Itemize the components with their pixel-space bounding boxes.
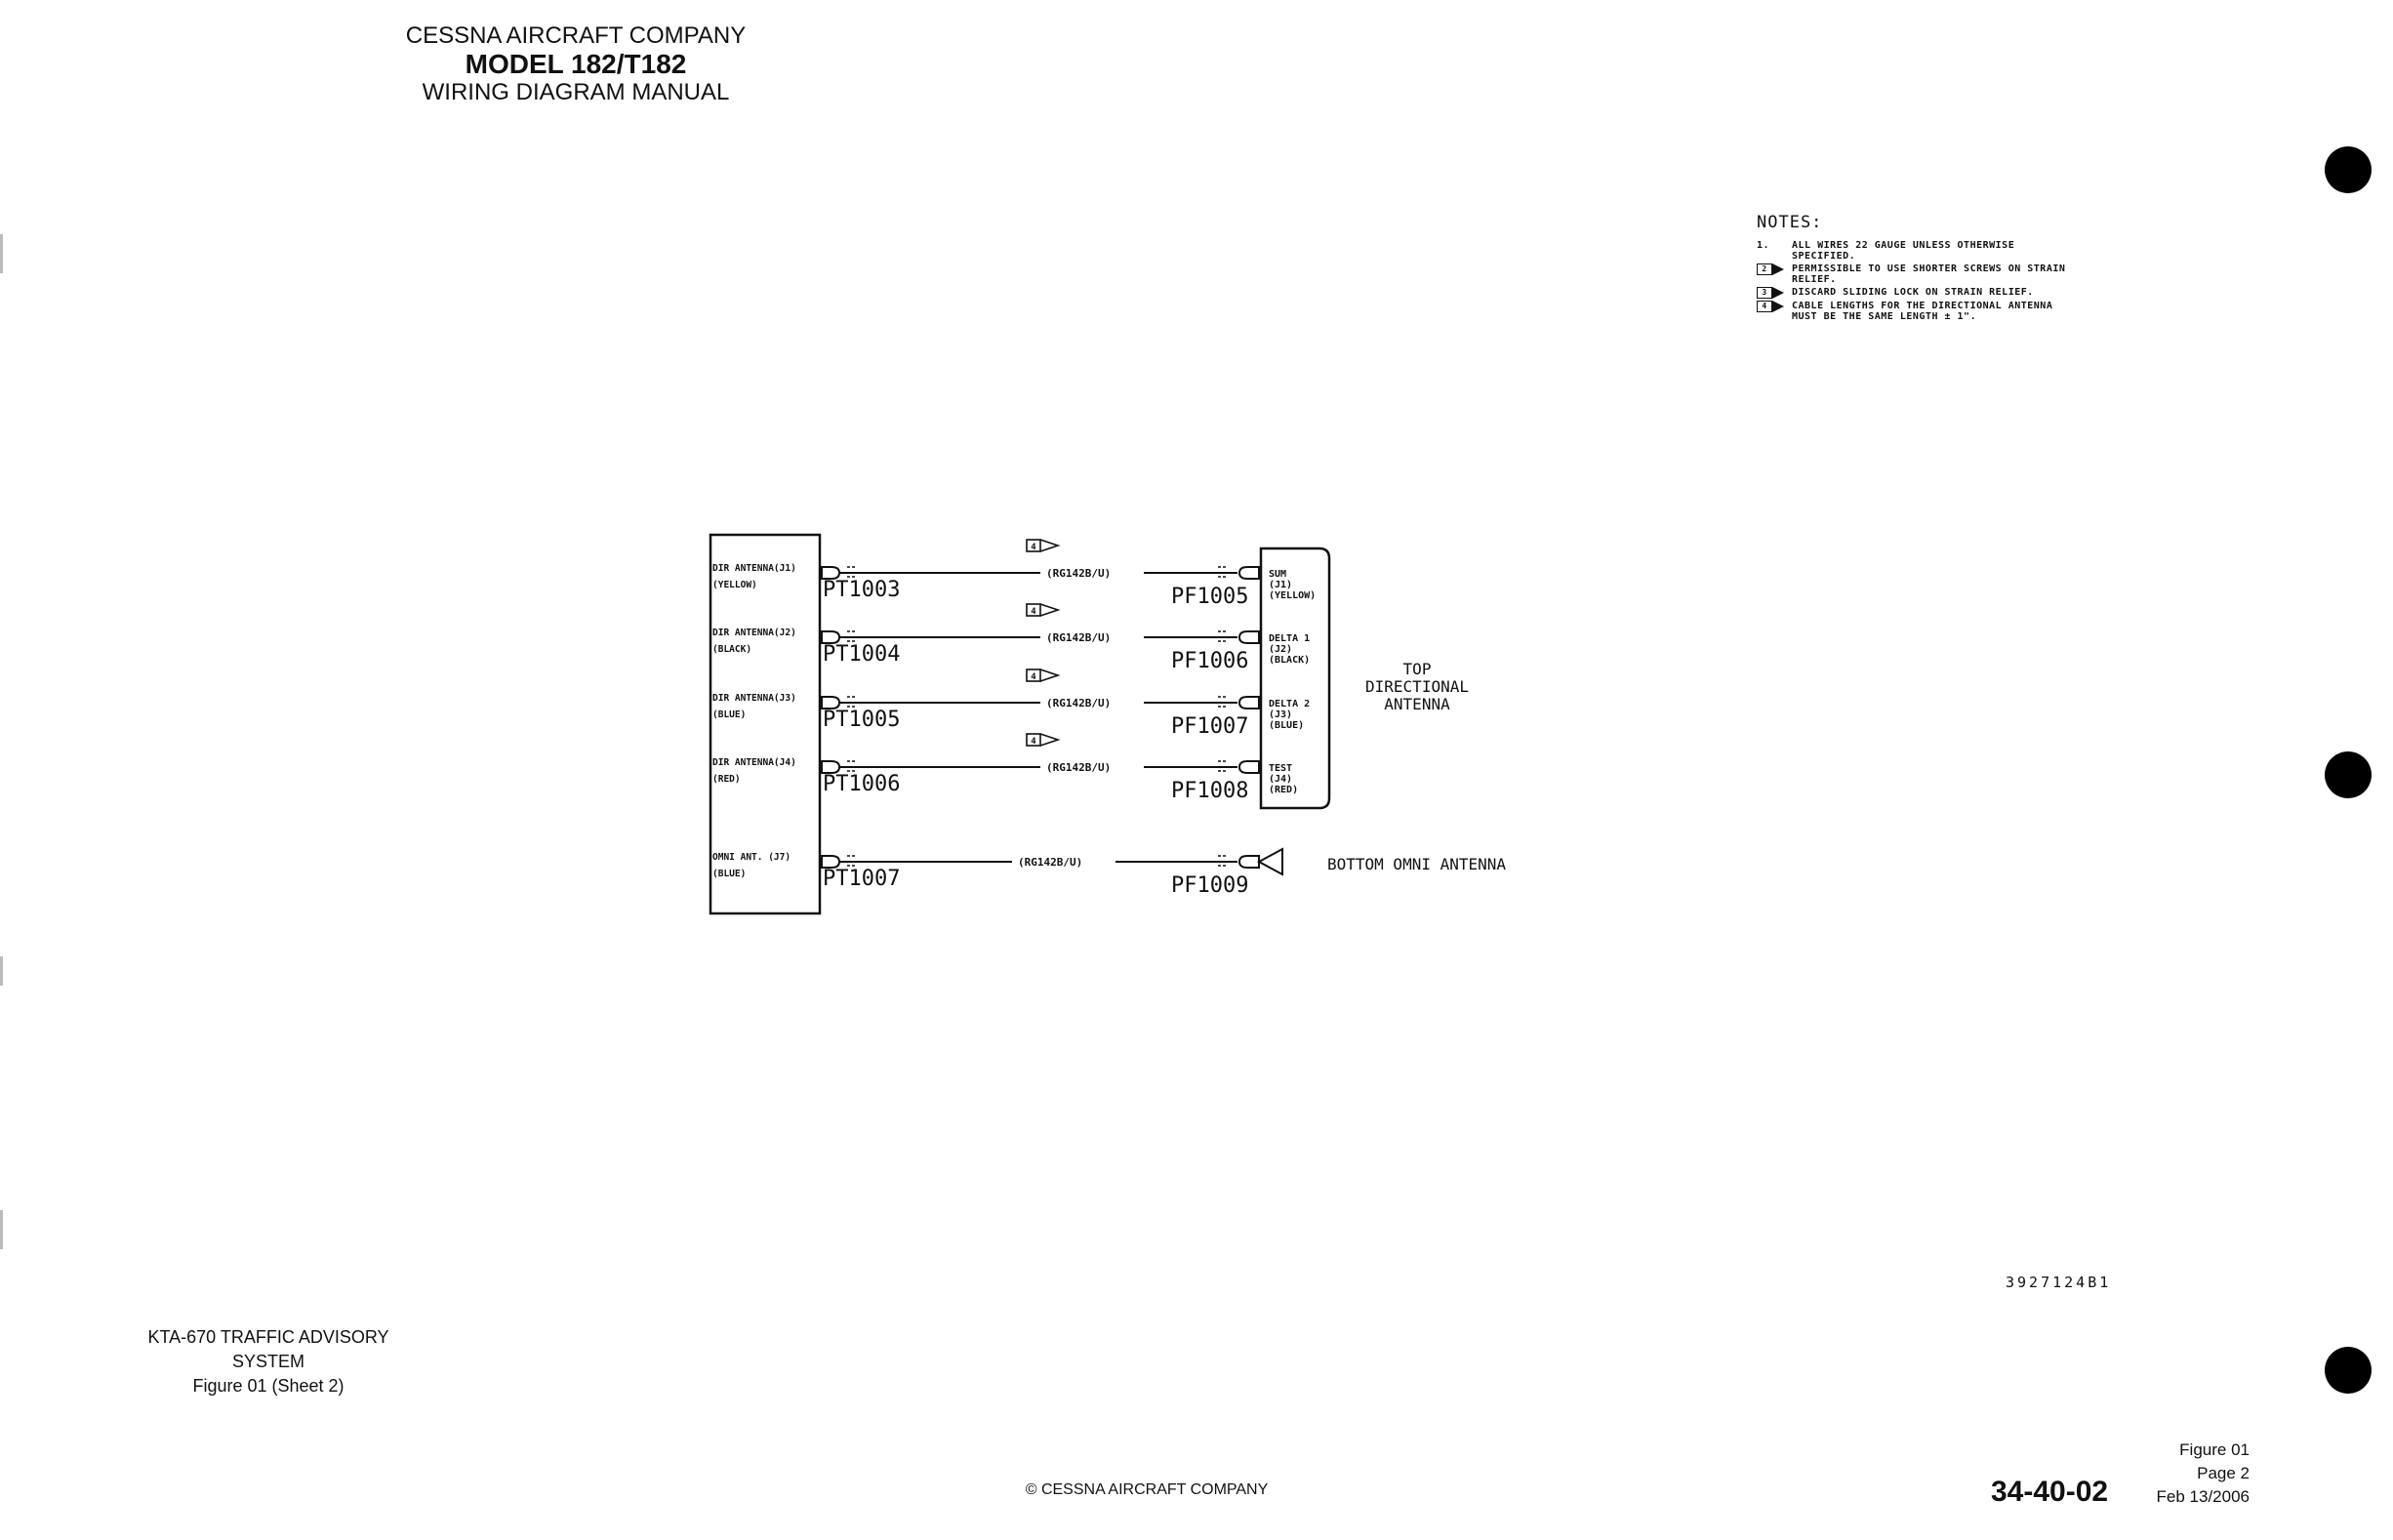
note-flag-icon (1026, 669, 1041, 682)
far-connector-id: PF1007 (1171, 714, 1248, 739)
note-flag-icon: 2 (1757, 263, 1792, 275)
note-flag-icon: 4 (1757, 301, 1792, 312)
near-connector-id: PT1005 (823, 708, 900, 732)
left-pin-color: (YELLOW) (712, 580, 757, 590)
top-antenna-label-1: TOP (1403, 660, 1432, 678)
top-antenna-box (1259, 547, 1331, 810)
note-flag-icon: 3 (1757, 287, 1792, 299)
left-pin-color: (BLACK) (712, 644, 751, 655)
note-item-3: 3 DISCARD SLIDING LOCK ON STRAIN RELIEF. (1757, 287, 2094, 299)
antenna-jack-label: (J3) (1269, 709, 1292, 720)
manual-title: WIRING DIAGRAM MANUAL (422, 79, 730, 105)
note-flag-number: 4 (1031, 737, 1036, 747)
note-flag-icon (1039, 539, 1061, 552)
note-text: DISCARD SLIDING LOCK ON STRAIN RELIEF. (1792, 287, 2034, 298)
cable-type-label: (RG142B/U) (1018, 856, 1082, 869)
left-pin-label: DIR ANTENNA(J4) (712, 757, 796, 768)
far-connector-id: PF1005 (1171, 585, 1248, 609)
note-marker: 1. (1757, 240, 1770, 251)
note-item-2: 2 PERMISSIBLE TO USE SHORTER SCREWS ON S… (1757, 263, 2094, 285)
left-pin-label: DIR ANTENNA(J1) (712, 563, 796, 574)
notes-title: NOTES: (1757, 213, 1823, 232)
document-number: 34-40-02 (1991, 1476, 2109, 1508)
note-flag-icon (1039, 733, 1061, 747)
far-connector-icon (1237, 696, 1260, 709)
near-connector-id: PT1004 (823, 642, 900, 667)
note-flag-number: 4 (1031, 543, 1036, 552)
near-connector-id: PT1007 (823, 867, 900, 891)
antenna-pin-label: DELTA 1 (1269, 633, 1310, 644)
left-pin-label: DIR ANTENNA(J2) (712, 628, 796, 638)
antenna-color-label: (RED) (1269, 785, 1298, 795)
left-pin-label: DIR ANTENNA(J3) (712, 693, 796, 704)
drawing-number: 3927124B1 (2006, 1274, 2112, 1291)
far-connector-id: PF1008 (1171, 779, 1248, 803)
note-flag-icon (1026, 603, 1041, 617)
antenna-jack-label: (J1) (1269, 580, 1292, 590)
figure-reference: Figure 01 (Sheet 2) (192, 1376, 345, 1396)
left-pin-color: (BLUE) (712, 709, 746, 720)
note-flag-number: 4 (1031, 607, 1036, 617)
far-connector-id: PF1006 (1171, 649, 1248, 673)
cable-type-label: (RG142B/U) (1046, 761, 1111, 774)
bottom-antenna-label: BOTTOM OMNI ANTENNA (1327, 855, 1506, 873)
cable-type-label: (RG142B/U) (1046, 567, 1111, 580)
antenna-pin-label: DELTA 2 (1269, 699, 1310, 709)
scan-edge-mark (0, 234, 3, 273)
figure-block: Figure 01 Page 2 Feb 13/2006 (2128, 1439, 2250, 1509)
top-antenna-label-2: DIRECTIONAL (1365, 677, 1469, 696)
model-title: MODEL 182/T182 (465, 49, 687, 79)
copyright-notice: © CESSNA AIRCRAFT COMPANY (1025, 1481, 1269, 1498)
antenna-color-label: (YELLOW) (1269, 590, 1316, 601)
page-header: CESSNA AIRCRAFT COMPANY MODEL 182/T182 W… (351, 21, 800, 106)
note-text: ALL WIRES 22 GAUGE UNLESS OTHERWISE SPEC… (1792, 240, 2015, 262)
antenna-pin-label: TEST (1269, 763, 1292, 774)
antenna-jack-label: (J4) (1269, 774, 1292, 785)
antenna-jack-label: (J2) (1269, 644, 1292, 655)
left-pin-label: OMNI ANT. (J7) (712, 852, 791, 863)
note-flag-icon (1026, 733, 1041, 747)
far-connector-icon (1237, 630, 1260, 644)
note-flag-icon (1026, 539, 1041, 552)
left-unit-box (709, 533, 822, 915)
figure-label: Figure 01 (2179, 1440, 2250, 1459)
notes-block: NOTES: 1. ALL WIRES 22 GAUGE UNLESS OTHE… (1757, 213, 2094, 324)
top-antenna-label-3: ANTENNA (1384, 695, 1450, 713)
cable-type-label: (RG142B/U) (1046, 631, 1111, 644)
far-connector-icon (1237, 760, 1260, 774)
scan-edge-mark (0, 956, 3, 986)
page-label: Page 2 (2197, 1464, 2250, 1482)
note-flag-icon (1039, 603, 1061, 617)
footer-system: KTA-670 TRAFFIC ADVISORY SYSTEM Figure 0… (117, 1325, 420, 1398)
company-name: CESSNA AIRCRAFT COMPANY (405, 22, 747, 49)
omni-antenna-icon (1256, 847, 1283, 876)
note-item-1: 1. ALL WIRES 22 GAUGE UNLESS OTHERWISE S… (1757, 240, 2094, 262)
left-pin-color: (BLUE) (712, 869, 746, 879)
note-text: PERMISSIBLE TO USE SHORTER SCREWS ON STR… (1792, 263, 2066, 285)
note-text: CABLE LENGTHS FOR THE DIRECTIONAL ANTENN… (1792, 301, 2053, 322)
binder-hole-middle (2325, 751, 2372, 798)
note-flag-number: 4 (1031, 672, 1036, 682)
scan-edge-mark (0, 1210, 3, 1249)
cable-type-label: (RG142B/U) (1046, 697, 1111, 709)
binder-hole-bottom (2325, 1347, 2372, 1394)
note-flag-icon (1039, 669, 1061, 682)
near-connector-id: PT1006 (823, 772, 900, 796)
binder-hole-top (2325, 146, 2372, 193)
system-title: KTA-670 TRAFFIC ADVISORY SYSTEM (147, 1327, 389, 1371)
note-item-4: 4 CABLE LENGTHS FOR THE DIRECTIONAL ANTE… (1757, 301, 2094, 322)
near-connector-id: PT1003 (823, 578, 900, 602)
date-label: Feb 13/2006 (2156, 1487, 2250, 1506)
antenna-color-label: (BLUE) (1269, 720, 1304, 731)
left-pin-color: (RED) (712, 774, 741, 785)
antenna-color-label: (BLACK) (1269, 655, 1310, 666)
antenna-pin-label: SUM (1269, 569, 1286, 580)
far-connector-id: PF1009 (1171, 873, 1248, 898)
far-connector-icon (1237, 855, 1260, 869)
far-connector-icon (1237, 566, 1260, 580)
